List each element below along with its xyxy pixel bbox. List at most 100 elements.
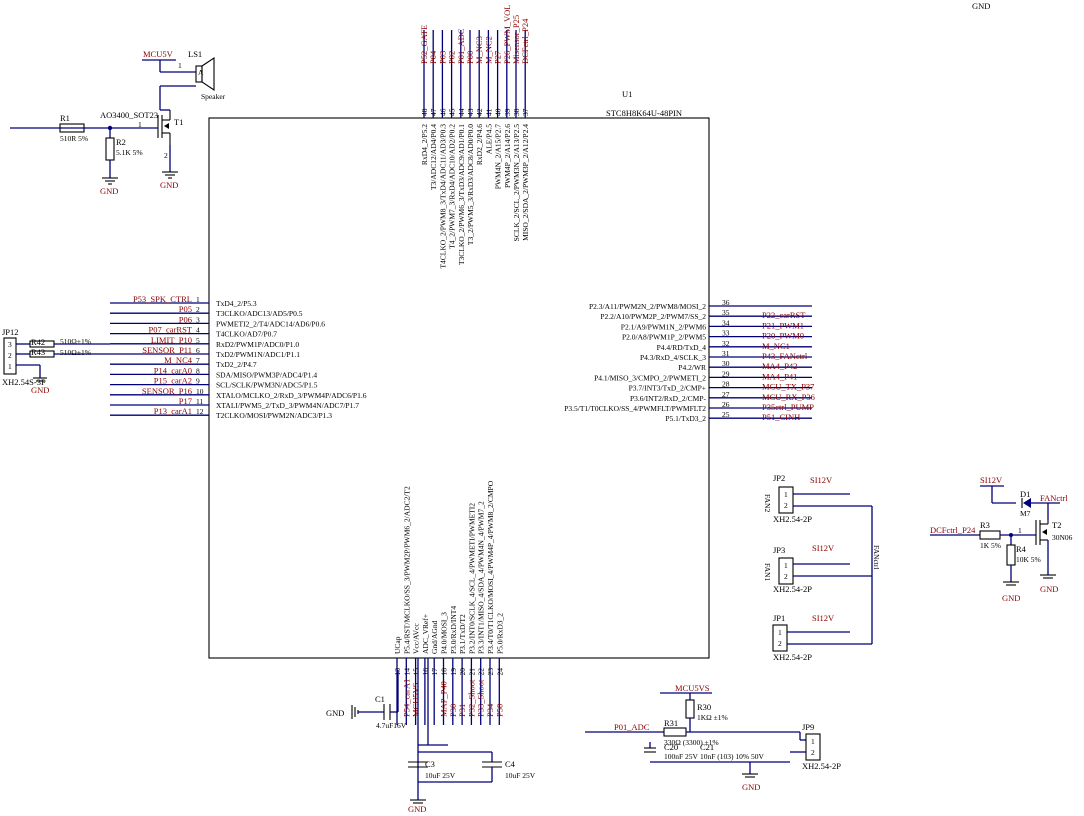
jp3-ref: JP3 xyxy=(773,545,785,555)
u1-left-pin-num: 9 xyxy=(196,377,200,386)
u1-right-pin-func: P3.5/T1/T0CLKO/SS_4/PWMFLT/PWMFLT2 xyxy=(564,404,706,413)
u1-left-pin-func: T3CLKO/ADC13/AD5/P0.5 xyxy=(216,309,303,318)
u1-top-pin-func: ALE/P4.5 xyxy=(484,124,493,154)
u1-top-pin-num: 42 xyxy=(475,108,484,116)
t2-part: 30N06 xyxy=(1052,533,1073,542)
u1-right-pins: 36P2.3/A11/PWM2N_2/PWM8/MOSI_235P2.2/A10… xyxy=(564,298,815,423)
r31-value: 330Ω (3300) ±1% xyxy=(664,738,719,747)
u1-bottom-pin-func: P3.4/T0/T1CLKO/MOSI_4/PWM4P_4/PWM8_2/CMP… xyxy=(486,480,495,654)
u1-top-pin-net: P00 xyxy=(465,51,475,64)
jp1-ref: JP1 xyxy=(773,613,785,623)
u1-right-pin-num: 35 xyxy=(722,308,730,317)
c4-value: 10uF 25V xyxy=(505,771,536,780)
c21-value: 10nF (103) 10% 50V xyxy=(700,752,765,761)
u1-top-pin-num: 38 xyxy=(512,108,521,116)
u1-left-pin-num: 8 xyxy=(196,366,200,375)
u1-top-pin-func: RxD2_2/P4.6 xyxy=(475,124,484,165)
u1-top-pin-num: 47 xyxy=(429,108,438,116)
jp12-value: XH2.54S-3P xyxy=(2,377,46,387)
u1-left-pin-num: 4 xyxy=(196,326,200,335)
jp12-connector: JP12 3 2 1 XH2.54S-3P GND R42 R43 510Ω±1… xyxy=(2,327,110,395)
u1-right-pin-func: P2.1/A9/PWM1N_2/PWM6 xyxy=(621,322,706,331)
speaker-value: Speaker xyxy=(201,92,226,101)
u1-top-pin-net: Misensor_P25 xyxy=(511,15,521,64)
u1-right-pin-net: P51_CINH xyxy=(762,412,800,422)
u1-left-pin-net: P13_carA1 xyxy=(154,406,192,416)
u1-left-pin-func: TxD4_2/P5.3 xyxy=(216,299,257,308)
u1-bottom-pin-num: 22 xyxy=(477,668,486,676)
c4-ref: C4 xyxy=(505,759,516,769)
u1-top-pin-net: P26_PWM_VOL xyxy=(502,4,512,64)
u1-ref: U1 xyxy=(622,89,632,99)
u1-top-pin-func: PWM4N_2/A15/P2.7 xyxy=(494,124,503,189)
jp12-gnd-label: GND xyxy=(31,385,49,395)
u1-top-pin-num: 37 xyxy=(521,108,530,116)
jp9-pin-1: 1 xyxy=(811,737,815,746)
u1-left-pin-net: LIMIT_P10 xyxy=(151,335,192,345)
u1-bottom-pin-num: 24 xyxy=(495,668,504,676)
jp9-pin-2: 2 xyxy=(811,748,815,757)
d1-ref: D1 xyxy=(1020,489,1030,499)
jp12-pin-1: 1 xyxy=(8,362,12,371)
u1-left-pin-net: SENSOR_P16 xyxy=(142,386,192,396)
r4-value: 10K 5% xyxy=(1016,555,1041,564)
jp1-supply: SI12V xyxy=(812,613,835,623)
u1-right-pin-func: P2.0/A8/PWM1P_2/PWM5 xyxy=(622,333,706,342)
u1-top-pin-num: 48 xyxy=(420,108,429,116)
u1-left-pin-net: P15_carA2 xyxy=(154,376,192,386)
gnd-icon xyxy=(102,177,118,185)
u1-right-pin-net: MA4_P41 xyxy=(762,371,797,381)
t2-gnd-label: GND xyxy=(1040,584,1058,594)
u1-bottom-pin-num: 20 xyxy=(458,668,467,676)
u1-left-pin-net: P07_carRST xyxy=(149,325,193,335)
u1-bottom-pin-num: 14 xyxy=(402,668,411,676)
u1-part: STC8H8K64U-48PIN xyxy=(606,108,682,118)
u1-right-pin-num: 25 xyxy=(722,410,730,419)
r2-ref: R2 xyxy=(116,137,126,147)
u1-top-pin-num: 43 xyxy=(466,108,475,116)
u1-right-pin-num: 29 xyxy=(722,369,730,378)
fan-driver-supply: SI12V xyxy=(980,475,1003,485)
u1-top-pin-net: P02 xyxy=(447,51,457,64)
fan2-label: FAN2 xyxy=(763,494,772,512)
u1-bottom-pin-func: ADC_VRef+ xyxy=(421,614,430,654)
speaker-ref: LS1 xyxy=(188,49,202,59)
u1-right-pin-net: P22_carRST xyxy=(762,310,806,320)
r1-ref: R1 xyxy=(60,113,70,123)
u1-top-pin-num: 44 xyxy=(457,108,466,116)
u1-bottom-pin-net: P31 xyxy=(457,704,467,717)
jp9-ref: JP9 xyxy=(802,722,814,732)
adc-supply: MCU5VS xyxy=(675,683,710,693)
u1-top-pins: 48P52_GATERxD4_2/P5.247P04T3/ADC12/AD4/P… xyxy=(419,4,530,268)
speaker-icon xyxy=(195,56,215,92)
u1-top-pin-net: DCFctrl_P24 xyxy=(520,18,530,64)
fanctrl-net-label: FANctrl xyxy=(872,545,881,569)
r1-value: 510R 5% xyxy=(60,134,88,143)
u1-right-pin-num: 31 xyxy=(722,349,730,358)
u1-left-pin-net: P06 xyxy=(179,314,192,324)
u1-right-pin-func: P5.1/TxD3_2 xyxy=(665,414,706,423)
t2-pin-1: 1 xyxy=(1018,526,1022,535)
u1-left-pin-num: 5 xyxy=(196,336,200,345)
u1-bottom-pin-num: 18 xyxy=(440,668,449,676)
fanctrl-label: FANctrl xyxy=(1040,493,1068,503)
u1-top-pin-func: RxD4_2/P5.2 xyxy=(420,124,429,165)
u1-bottom-pin-func: P5.4/RST/MCLKO/SS_3/PWM2P/PWM6_2/ADC2/T2 xyxy=(402,486,411,654)
u1-right-pin-net: P20_PWM0 xyxy=(762,331,804,341)
u1-top-pin-func: SCLK_2/SCL_2/PWM3N_2/A13/P2.5 xyxy=(512,124,521,242)
u1-bottom-pin-net: P34 xyxy=(485,703,495,717)
jp2-ref: JP2 xyxy=(773,473,785,483)
r3-value: 1K 5% xyxy=(980,541,1001,550)
u1-top-pin-net: P03 xyxy=(437,51,447,64)
u1-top-pin-net: M_NC3 xyxy=(474,36,484,64)
u1-top-pin-net: P04 xyxy=(428,50,438,64)
u1-left-pin-func: SCL/SCLK/PWM3N/ADC5/P1.5 xyxy=(216,381,318,390)
u1-right-pin-func: P3.6/INT2/RxD_2/CMP- xyxy=(630,394,707,403)
r30-value: 1KΩ ±1% xyxy=(697,713,728,722)
u1-right-pin-func: P2.2/A10/PWM2P_2/PWM7/SS_2 xyxy=(600,312,706,321)
t1-part: AO3400_SOT23 xyxy=(100,110,158,120)
u1-bottom-pin-func: P3.1/TxD/T2 xyxy=(458,614,467,654)
speaker-circuit: MCU5V 1 LS1 A Speaker AO3400_SOT23 1 T1 … xyxy=(10,49,226,196)
u1-top-pin-num: 45 xyxy=(448,108,457,116)
